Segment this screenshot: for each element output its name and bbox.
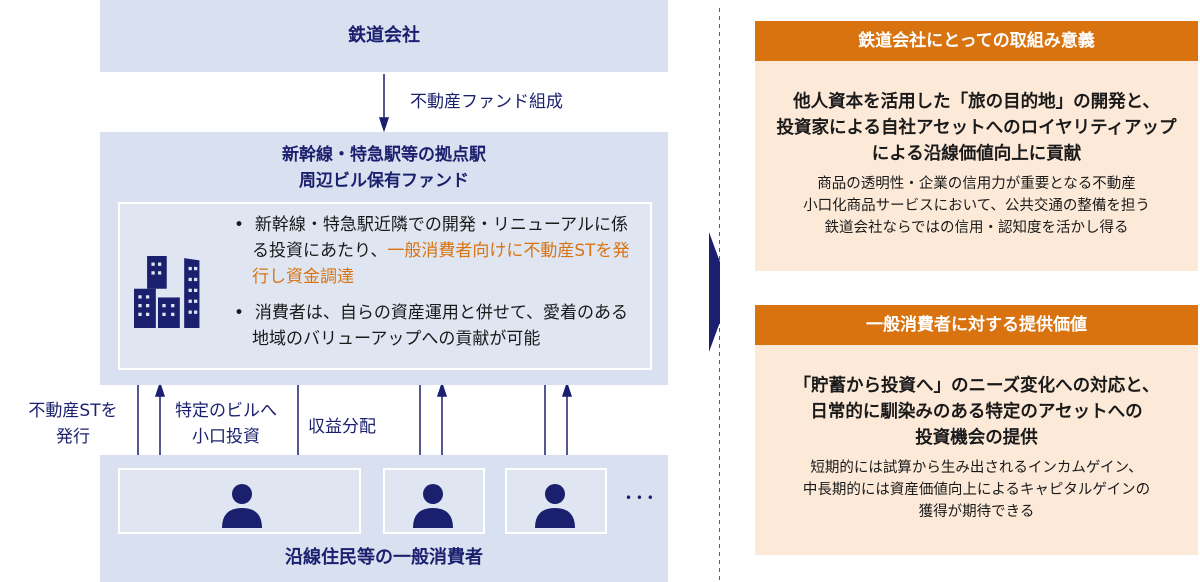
card2-main-line: 日常的に馴染みのある特定のアセットへの <box>810 402 1143 422</box>
card1-body: 他人資本を活用した「旅の目的地」の開発と、投資家による自社アセットへのロイヤリテ… <box>755 61 1198 271</box>
card1-main-line: による沿線価値向上に貢献 <box>871 144 1082 164</box>
card1-header: 鉄道会社にとっての取組み意義 <box>755 21 1198 61</box>
railway-company-label: 鉄道会社 <box>348 25 420 46</box>
card1-sub-line: 鉄道会社ならではの信用・認知度を活かし得る <box>824 220 1129 236</box>
person-icon <box>535 484 575 528</box>
fund-bullets: • 新幹線・特急駅近隣での開発・リニューアルに係る投資にあたり、一般消費者向けに… <box>234 212 634 352</box>
person-icon <box>222 484 262 528</box>
arrow-head <box>154 381 166 397</box>
fund-title-line1: 新幹線・特急駅等の拠点駅 <box>282 145 486 165</box>
dividend-label: 収益分配 <box>308 417 376 437</box>
invest-label-line2: 小口投資 <box>192 427 260 447</box>
ellipsis: • • • <box>625 491 654 505</box>
card2-main: 「貯蓄から投資へ」のニーズ変化への対応と、日常的に馴染みのある特定のアセットへの… <box>755 373 1198 451</box>
card1-sub: 商品の透明性・企業の信用力が重要となる不動産小口化商品サービスにおいて、公共交通… <box>755 173 1198 239</box>
railway-company-box: 鉄道会社 <box>100 0 668 72</box>
consumers-label: 沿線住民等の一般消費者 <box>285 547 483 568</box>
fund-box: 新幹線・特急駅等の拠点駅 周辺ビル保有ファンド • 新幹線・特急駅近隣での開発・… <box>100 132 668 385</box>
buildings-icon <box>134 256 200 328</box>
issue-label-line1: 不動産STを <box>28 401 118 421</box>
bullet-mark: • <box>234 215 245 235</box>
card1-main: 他人資本を活用した「旅の目的地」の開発と、投資家による自社アセットへのロイヤリテ… <box>755 89 1198 167</box>
chevron-right-icon <box>709 232 720 352</box>
card1-sub-line: 商品の透明性・企業の信用力が重要となる不動産 <box>817 176 1136 192</box>
highlight-text: 一般消費者向けに不動産STを発行し資金調達 <box>252 241 630 287</box>
fund-title-line2: 周辺ビル保有ファンド <box>299 171 469 191</box>
card-consumer-value: 一般消費者に対する提供価値 「貯蓄から投資へ」のニーズ変化への対応と、日常的に馴… <box>755 305 1198 555</box>
card2-body: 「貯蓄から投資へ」のニーズ変化への対応と、日常的に馴染みのある特定のアセットへの… <box>755 345 1198 555</box>
card2-main-line: 投資機会の提供 <box>915 428 1038 448</box>
card1-sub-line: 小口化商品サービスにおいて、公共交通の整備を担う <box>803 198 1150 214</box>
fund-formation-label: 不動産ファンド組成 <box>410 92 563 112</box>
consumers-box: • • • 沿線住民等の一般消費者 <box>100 455 668 582</box>
person-icon <box>413 484 453 528</box>
fund-bullet-2: • 消費者は、自らの資産運用と併せて、愛着のある地域のバリューアップへの貢献が可… <box>234 300 634 352</box>
card2-main-line: 「貯蓄から投資へ」のニーズ変化への対応と、 <box>793 376 1160 396</box>
arrow-head <box>378 117 390 133</box>
card2-sub-line: 獲得が期待できる <box>918 504 1035 520</box>
issue-label-line2: 発行 <box>56 427 90 447</box>
fund-title: 新幹線・特急駅等の拠点駅 周辺ビル保有ファンド <box>100 142 668 194</box>
fund-bullet-1: • 新幹線・特急駅近隣での開発・リニューアルに係る投資にあたり、一般消費者向けに… <box>234 212 634 290</box>
arrow-head <box>436 381 448 397</box>
card2-sub: 短期的には試算から生み出されるインカムゲイン、中長期的には資産価値向上によるキャ… <box>755 457 1198 523</box>
card2-header: 一般消費者に対する提供価値 <box>755 305 1198 345</box>
flow-arrows <box>132 8 720 582</box>
fund-detail-box: • 新幹線・特急駅近隣での開発・リニューアルに係る投資にあたり、一般消費者向けに… <box>118 202 652 370</box>
bullet-mark: • <box>234 303 245 323</box>
issue-label: 不動産STを 発行 <box>14 398 132 450</box>
card1-main-line: 投資家による自社アセットへのロイヤリティアップ <box>776 118 1177 138</box>
card2-sub-line: 短期的には試算から生み出されるインカムゲイン、 <box>810 460 1143 476</box>
card-railway-significance: 鉄道会社にとっての取組み意義 他人資本を活用した「旅の目的地」の開発と、投資家に… <box>755 21 1198 271</box>
card1-main-line: 他人資本を活用した「旅の目的地」の開発と、 <box>793 92 1160 112</box>
bullet-text: 消費者は、自らの資産運用と併せて、愛着のある地域のバリューアップへの貢献が可能 <box>252 303 628 349</box>
bullet-text: 新幹線・特急駅近隣での開発・リニューアルに係る投資にあたり、 <box>252 215 628 261</box>
arrow-head <box>561 381 573 397</box>
invest-label-line1: 特定のビルへ <box>175 401 277 421</box>
card2-sub-line: 中長期的には資産価値向上によるキャピタルゲインの <box>802 482 1151 498</box>
invest-label: 特定のビルへ 小口投資 <box>166 398 286 450</box>
